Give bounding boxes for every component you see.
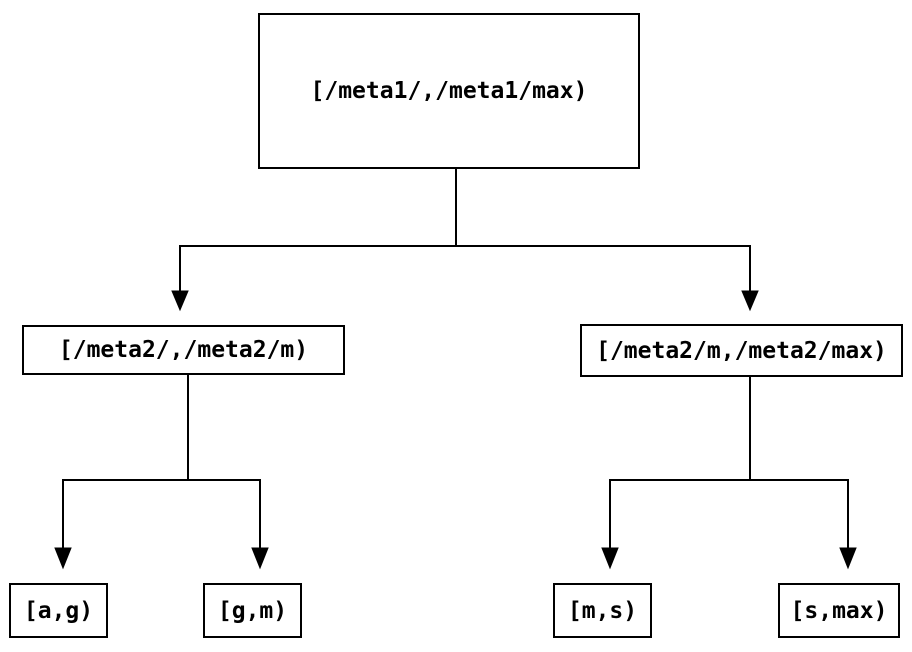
tree-node-leaf-smax: [s,max) bbox=[778, 583, 900, 638]
tree-node-meta2-upper: [/meta2/m,/meta2/max) bbox=[580, 324, 903, 377]
tree-node-leaf-ag-label: [a,g) bbox=[23, 597, 94, 624]
tree-node-leaf-smax-label: [s,max) bbox=[790, 597, 888, 624]
arrowhead-leaf-smax bbox=[839, 547, 857, 570]
tree-node-root: [/meta1/,/meta1/max) bbox=[258, 13, 640, 169]
arrowhead-leaf-gm bbox=[251, 547, 269, 570]
tree-node-root-label: [/meta1/,/meta1/max) bbox=[310, 78, 588, 104]
tree-node-meta2-lower-label: [/meta2/,/meta2/m) bbox=[58, 337, 309, 363]
tree-node-leaf-ms-label: [m,s) bbox=[567, 597, 638, 624]
arrowhead-mid-right bbox=[741, 290, 759, 312]
tree-node-meta2-lower: [/meta2/,/meta2/m) bbox=[22, 325, 345, 375]
tree-node-leaf-gm: [g,m) bbox=[203, 583, 302, 638]
tree-node-leaf-ag: [a,g) bbox=[9, 583, 108, 638]
tree-node-leaf-gm-label: [g,m) bbox=[217, 597, 288, 624]
arrowhead-mid-left bbox=[171, 290, 189, 312]
tree-node-leaf-ms: [m,s) bbox=[553, 583, 652, 638]
arrowhead-leaf-ms bbox=[601, 547, 619, 570]
arrowhead-leaf-ag bbox=[54, 547, 72, 570]
tree-node-meta2-upper-label: [/meta2/m,/meta2/max) bbox=[596, 337, 887, 364]
